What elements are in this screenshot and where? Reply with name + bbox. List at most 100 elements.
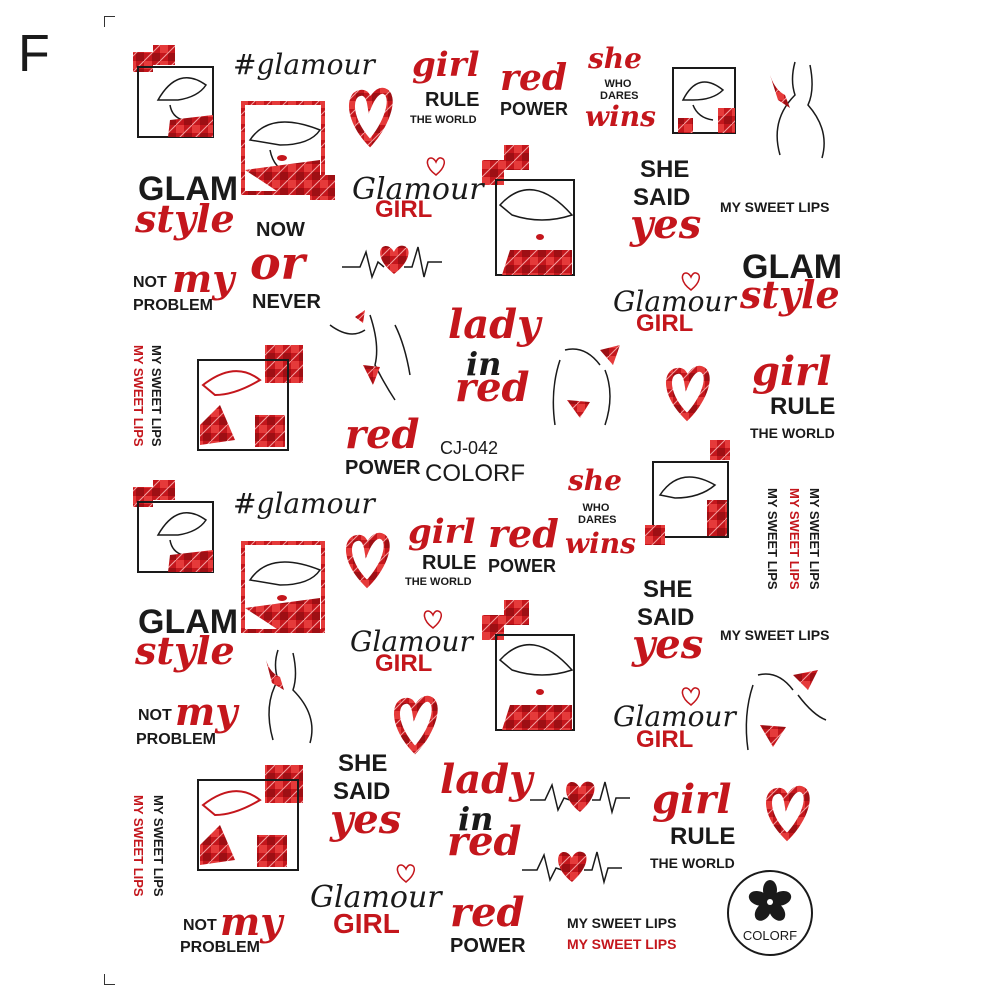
style-script: style (135, 196, 235, 241)
my-sweet-lips-vertical: MY SWEET LIPS (807, 488, 822, 590)
glamour-script: Glamour (352, 172, 484, 207)
body-outline-icon (745, 670, 827, 751)
style-script: style (740, 272, 840, 317)
red-script: red (345, 411, 420, 458)
who-dares-text: WHO DARES (600, 78, 639, 103)
glamour-script: Glamour (613, 700, 736, 733)
body-outline-icon (552, 345, 620, 426)
body-outline-sticker (325, 305, 420, 410)
yes-script: yes (630, 201, 702, 248)
problem-text: PROBLEM (133, 297, 213, 314)
glamour-hashtag: #glamour (233, 487, 375, 520)
not-text: NOT (183, 917, 217, 934)
hat-lady-sticker (128, 480, 218, 580)
glam-text: GLAM (742, 248, 843, 286)
crop-mark (104, 974, 115, 985)
hat-lady-icon (672, 67, 736, 134)
red-script: red (488, 511, 559, 556)
problem-text: PROBLEM (136, 731, 216, 748)
my-sweet-lips-vertical: MY SWEET LIPS (149, 345, 164, 447)
heartbeat-icon (530, 770, 630, 825)
lady-script: lady (440, 756, 533, 803)
hat-lady-sticker (645, 440, 735, 555)
hat-lady-icon (197, 765, 303, 871)
colorf-logo: COLORF (727, 870, 813, 956)
rule-text: RULE (670, 823, 736, 850)
hat-lady-sticker (668, 60, 748, 145)
not-text: NOT (133, 274, 167, 291)
problem-text: PROBLEM (180, 939, 260, 956)
heart-icon (765, 785, 810, 845)
brand-name: COLORF (425, 460, 526, 487)
body-outline-sticker (258, 645, 328, 750)
corner-letter: F (18, 25, 50, 83)
my-sweet-lips-text: MY SWEET LIPS (720, 627, 830, 643)
red-script: red (455, 364, 530, 411)
logo-brand-text: COLORF (742, 928, 798, 943)
hat-lady-icon (133, 480, 214, 573)
said-text: SAID (333, 778, 391, 805)
she-caps: SHE (640, 156, 690, 183)
my-sweet-lips-vertical: MY SWEET LIPS (131, 795, 146, 897)
girl-caps: GIRL (375, 196, 433, 223)
glam-text: GLAM (138, 603, 239, 641)
she-caps: SHE (338, 750, 388, 777)
my-script: my (175, 689, 238, 734)
red-script: red (450, 889, 525, 936)
red-script: red (500, 57, 568, 99)
girl-caps: GIRL (636, 726, 694, 753)
my-sweet-lips-text: MY SWEET LIPS (567, 936, 677, 952)
she-script: she (568, 464, 622, 497)
my-script: my (172, 256, 235, 301)
hat-lady-sticker (240, 100, 340, 215)
the-world-text: THE WORLD (405, 576, 472, 588)
my-sweet-lips-vertical: MY SWEET LIPS (151, 795, 166, 897)
yes-script: yes (330, 796, 402, 843)
girl-caps: GIRL (333, 908, 400, 939)
heart-icon (680, 685, 702, 712)
or-script: or (250, 236, 305, 290)
body-outline-sticker (738, 665, 833, 765)
crop-mark (104, 16, 115, 27)
now-text: NOW (256, 219, 305, 241)
hat-lady-icon (197, 345, 303, 451)
in-script: in (458, 800, 494, 838)
hat-lady-icon (133, 45, 214, 138)
hat-lady-sticker (195, 765, 310, 880)
my-sweet-lips-text: MY SWEET LIPS (567, 915, 677, 931)
flower-logo-icon (748, 880, 792, 921)
heartbeat-icon (522, 840, 622, 895)
heart-icon (348, 85, 393, 150)
said-text: SAID (637, 604, 695, 631)
in-script: in (466, 345, 502, 383)
heart-icon (395, 862, 417, 889)
the-world-text: THE WORLD (410, 114, 477, 126)
girl-script: girl (408, 512, 476, 552)
power-text: POWER (488, 556, 557, 576)
she-caps: SHE (643, 576, 693, 603)
girl-caps: GIRL (636, 310, 694, 337)
heart-icon (422, 608, 444, 635)
body-outline-icon (266, 649, 313, 744)
heart-icon (425, 155, 447, 182)
wins-script: wins (585, 100, 656, 133)
said-text: SAID (633, 184, 691, 211)
body-outline-icon (329, 310, 411, 401)
hat-lady-sticker (128, 45, 218, 145)
hat-lady-icon (645, 440, 730, 545)
wins-script: wins (565, 527, 636, 560)
product-code: CJ-042 (440, 438, 499, 458)
heart-icon (345, 532, 390, 592)
hat-lady-sticker (240, 540, 340, 645)
my-sweet-lips-vertical: MY SWEET LIPS (787, 488, 802, 590)
hat-lady-sticker (195, 345, 310, 460)
glamour-hashtag: #glamour (233, 48, 375, 81)
power-text: POWER (500, 99, 569, 119)
body-outline-icon (770, 61, 825, 159)
my-script: my (220, 899, 283, 944)
girl-script: girl (752, 348, 832, 395)
glamour-script: Glamour (613, 285, 736, 318)
style-script: style (135, 628, 235, 673)
girl-script: girl (412, 45, 480, 85)
power-text: POWER (450, 935, 526, 957)
